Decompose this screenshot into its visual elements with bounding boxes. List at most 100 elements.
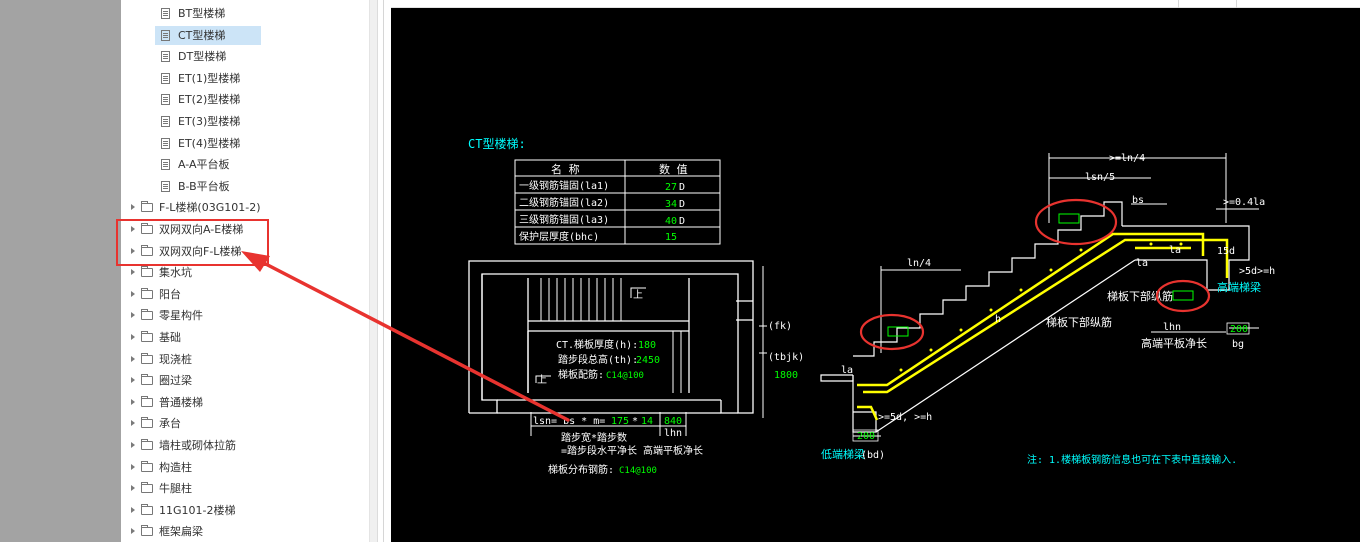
- tree-folder-item[interactable]: 承台: [121, 413, 369, 434]
- table-header-name: 名 称: [551, 162, 580, 176]
- table-row-value[interactable]: 15: [665, 232, 677, 243]
- selection-highlight: [155, 25, 261, 45]
- input-box[interactable]: [887, 326, 909, 337]
- tree-file-item[interactable]: BT型楼梯: [121, 3, 369, 24]
- table-row-value[interactable]: 34: [665, 199, 677, 210]
- folder-icon: [141, 331, 153, 342]
- top-toolbar-strip: [0, 0, 1360, 8]
- annotation-circle: [1034, 198, 1118, 246]
- tree-folder-item[interactable]: F-L楼梯(03G101-2): [121, 197, 369, 218]
- tree-file-item[interactable]: A-A平台板: [121, 154, 369, 175]
- section-dimension-lines: [853, 153, 1259, 437]
- input-box[interactable]: [1172, 290, 1194, 301]
- formula-note2: =踏步段水平净长 高端平板净长: [561, 444, 703, 457]
- tree-folder-item[interactable]: 双网双向A-E楼梯: [121, 219, 369, 240]
- tree-folder-item[interactable]: 普通楼梯: [121, 392, 369, 413]
- tree-file-item[interactable]: CT型楼梯: [121, 25, 369, 46]
- bd-value[interactable]: 200: [857, 431, 875, 442]
- formula-bs[interactable]: 175: [611, 416, 629, 427]
- expand-arrow-icon[interactable]: [131, 355, 135, 362]
- tree-folder-item[interactable]: 墙柱或砌体拉筋: [121, 435, 369, 456]
- expand-arrow-icon[interactable]: [131, 204, 135, 211]
- fk-label: (fk): [768, 321, 792, 332]
- tbjk-value[interactable]: 1800: [774, 370, 798, 381]
- drawing-note: 注: 1.楼梯板钢筋信息也可在下表中直接输入.: [1027, 453, 1237, 466]
- tree-folder-item[interactable]: 牛腿柱: [121, 478, 369, 499]
- expand-arrow-icon[interactable]: [131, 290, 135, 297]
- expand-arrow-icon[interactable]: [131, 528, 135, 535]
- height-value[interactable]: 2450: [636, 355, 660, 366]
- tree-item-label: 圈过梁: [159, 374, 192, 388]
- dim-ln4-top: >=ln/4: [1109, 153, 1145, 164]
- expand-arrow-icon[interactable]: [131, 247, 135, 254]
- thickness-label: CT.梯板厚度(h):: [556, 338, 638, 351]
- dim-la: la: [1136, 258, 1148, 269]
- expand-arrow-icon[interactable]: [131, 463, 135, 470]
- tree-folder-item[interactable]: 构造柱: [121, 457, 369, 478]
- expand-arrow-icon[interactable]: [131, 420, 135, 427]
- panel-splitter[interactable]: [377, 0, 391, 542]
- tree-folder-item[interactable]: 双网双向F-L楼梯: [121, 241, 369, 262]
- document-icon: [161, 72, 170, 84]
- dim-bd: (bd): [861, 450, 885, 461]
- tree-folder-item[interactable]: 现浇桩: [121, 349, 369, 370]
- expand-arrow-icon[interactable]: [131, 398, 135, 405]
- tbjk-label: (tbjk): [768, 352, 804, 363]
- tree-file-item[interactable]: ET(3)型楼梯: [121, 111, 369, 132]
- tree-item-label: ET(1)型楼梯: [178, 71, 241, 85]
- document-icon: [161, 51, 170, 63]
- expand-arrow-icon[interactable]: [131, 334, 135, 340]
- tree-file-item[interactable]: DT型楼梯: [121, 46, 369, 67]
- tree-item-label: DT型楼梯: [178, 50, 227, 64]
- tree-folder-item[interactable]: 零星构件: [121, 305, 369, 326]
- table-row-name: 二级钢筋锚固(la2): [519, 196, 609, 209]
- table-row-name: 三级钢筋锚固(la3): [519, 213, 609, 226]
- stair-section-rebar: [857, 232, 1229, 421]
- tree-file-item[interactable]: ET(4)型楼梯: [121, 133, 369, 154]
- rebar-value[interactable]: C14@100: [606, 371, 644, 381]
- expand-arrow-icon[interactable]: [131, 442, 135, 448]
- tree-scrollbar[interactable]: [369, 0, 377, 542]
- lower-rebar-label: 梯板下部纵筋: [1107, 289, 1173, 303]
- thickness-value[interactable]: 180: [638, 340, 656, 351]
- tree-item-label: 构造柱: [159, 460, 192, 474]
- table-row-value[interactable]: 27: [665, 182, 677, 193]
- stair-plan-view: [468, 260, 754, 414]
- tree-file-item[interactable]: ET(1)型楼梯: [121, 68, 369, 89]
- up-arrow: [630, 287, 646, 298]
- tree-item-label: 普通楼梯: [159, 395, 203, 409]
- tree-file-item[interactable]: ET(2)型楼梯: [121, 89, 369, 110]
- tree-folder-item[interactable]: 阳台: [121, 284, 369, 305]
- input-box[interactable]: [1058, 213, 1080, 224]
- tree-folder-item[interactable]: 圈过梁: [121, 370, 369, 391]
- table-row-unit: D: [679, 216, 685, 227]
- tree-item-label: A-A平台板: [178, 158, 230, 172]
- expand-arrow-icon[interactable]: [131, 269, 135, 276]
- expand-arrow-icon[interactable]: [131, 485, 135, 492]
- tree-file-item[interactable]: B-B平台板: [121, 176, 369, 197]
- bg-value[interactable]: 200: [1230, 324, 1248, 335]
- tree-folder-item[interactable]: 框架扁梁: [121, 521, 369, 542]
- folder-icon: [141, 503, 153, 515]
- tree-item-label: 基础: [159, 331, 181, 344]
- tree-folder-item[interactable]: 基础: [121, 327, 369, 348]
- folder-icon: [141, 309, 153, 321]
- table-row-name: 一级钢筋锚固(la1): [519, 179, 609, 192]
- rebar-label: 梯板配筋:: [558, 368, 604, 381]
- tree-folder-item[interactable]: 11G101-2楼梯: [121, 500, 369, 521]
- document-icon: [161, 116, 170, 127]
- folder-icon: [141, 244, 153, 256]
- table-row-value[interactable]: 40: [665, 216, 677, 227]
- dim-la04: >=0.4la: [1223, 197, 1265, 208]
- tree-item-label: B-B平台板: [178, 179, 230, 193]
- expand-arrow-icon[interactable]: [131, 377, 135, 384]
- formula-m[interactable]: 14: [641, 416, 653, 427]
- expand-arrow-icon[interactable]: [131, 506, 135, 513]
- expand-arrow-icon[interactable]: [131, 226, 135, 232]
- dist-value[interactable]: C14@100: [619, 466, 657, 476]
- tree-item-label: ET(3)型楼梯: [178, 115, 241, 128]
- tree-folder-item[interactable]: 集水坑: [121, 262, 369, 283]
- expand-arrow-icon[interactable]: [131, 312, 135, 319]
- formula-total[interactable]: 840: [664, 416, 682, 427]
- formula-note1: 踏步宽*踏步数: [561, 431, 627, 444]
